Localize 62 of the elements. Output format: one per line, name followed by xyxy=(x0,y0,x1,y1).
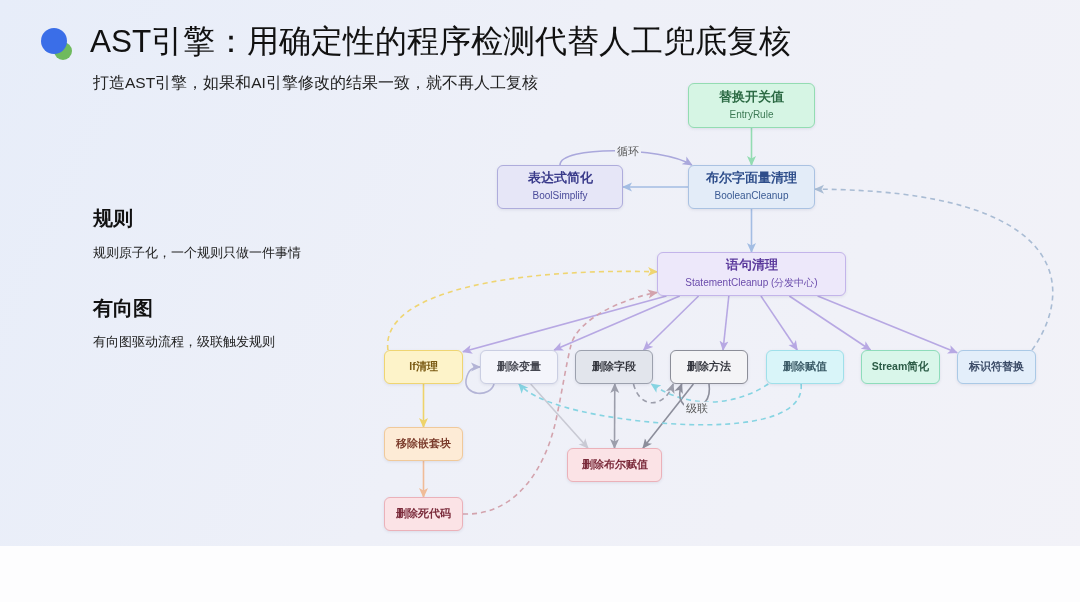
arrow xyxy=(553,295,681,351)
node-label: Stream简化 xyxy=(871,360,930,374)
arrow xyxy=(747,208,756,253)
node-label: 移除嵌套块 xyxy=(396,437,451,451)
node-label: 布尔字面量清理 xyxy=(706,171,797,188)
arrow xyxy=(622,182,689,192)
process-box xyxy=(670,350,748,384)
process-box xyxy=(567,448,662,482)
process-box xyxy=(688,165,815,209)
arrow xyxy=(387,267,658,351)
edge-label: 循环 xyxy=(615,144,641,158)
arrow xyxy=(650,383,770,403)
process-box xyxy=(384,350,463,384)
node-sublabel: BoolSimplify xyxy=(532,190,588,203)
subtitle: 打造AST引擎，如果和AI引擎修改的结果一致，就不再人工复核 xyxy=(93,74,538,93)
arrow xyxy=(642,383,695,449)
node-label: 删除死代码 xyxy=(396,507,451,521)
arrow xyxy=(462,289,658,515)
body-text: 有向图驱动流程，级联触发规则 xyxy=(93,334,275,350)
section-heading: 有向图 xyxy=(93,296,153,320)
slide-title: AST引擎：用确定性的程序检测代替人工兜底复核 xyxy=(90,23,792,61)
process-box xyxy=(688,83,815,128)
process-box xyxy=(766,350,844,384)
process-box xyxy=(480,350,558,384)
arrow xyxy=(632,383,674,404)
arrow xyxy=(760,295,798,351)
process-box xyxy=(497,165,623,209)
node-label: 标识符替换 xyxy=(969,360,1024,374)
node-label: If清理 xyxy=(409,360,438,374)
node-label: 删除变量 xyxy=(497,360,541,374)
arrow xyxy=(518,383,802,426)
process-box xyxy=(575,350,653,384)
arrow xyxy=(788,295,872,351)
process-box xyxy=(657,252,846,296)
process-box xyxy=(384,427,463,461)
node-label: 删除赋值 xyxy=(783,360,827,374)
node-sublabel: StatementCleanup (分发中心) xyxy=(685,277,818,290)
arrow xyxy=(814,185,1054,351)
process-box xyxy=(957,350,1036,384)
node-label: 删除布尔赋值 xyxy=(581,458,648,472)
node-label: 替换开关值 xyxy=(719,89,784,106)
process-box xyxy=(861,350,940,384)
section-heading: 规则 xyxy=(93,206,133,230)
arrow xyxy=(642,295,700,351)
arrow xyxy=(816,295,958,354)
body-text: 规则原子化，一个规则只做一件事情 xyxy=(93,245,301,261)
node-sublabel: BooleanCleanup xyxy=(714,190,789,203)
node-label: 语句清理 xyxy=(725,258,778,275)
edge-label: 级联 xyxy=(684,401,710,415)
arrow xyxy=(419,460,428,498)
arrow xyxy=(610,383,620,449)
arrow xyxy=(747,127,756,166)
arrow xyxy=(529,383,589,449)
arrow xyxy=(719,295,730,351)
node-label: 表达式简化 xyxy=(527,171,593,188)
node-label: 删除字段 xyxy=(592,360,636,374)
process-box xyxy=(384,497,463,531)
node-sublabel: EntryRule xyxy=(729,108,774,122)
arrow xyxy=(462,295,668,354)
arrow xyxy=(419,383,428,428)
arrow xyxy=(465,362,495,395)
node-label: 删除方法 xyxy=(687,360,731,374)
